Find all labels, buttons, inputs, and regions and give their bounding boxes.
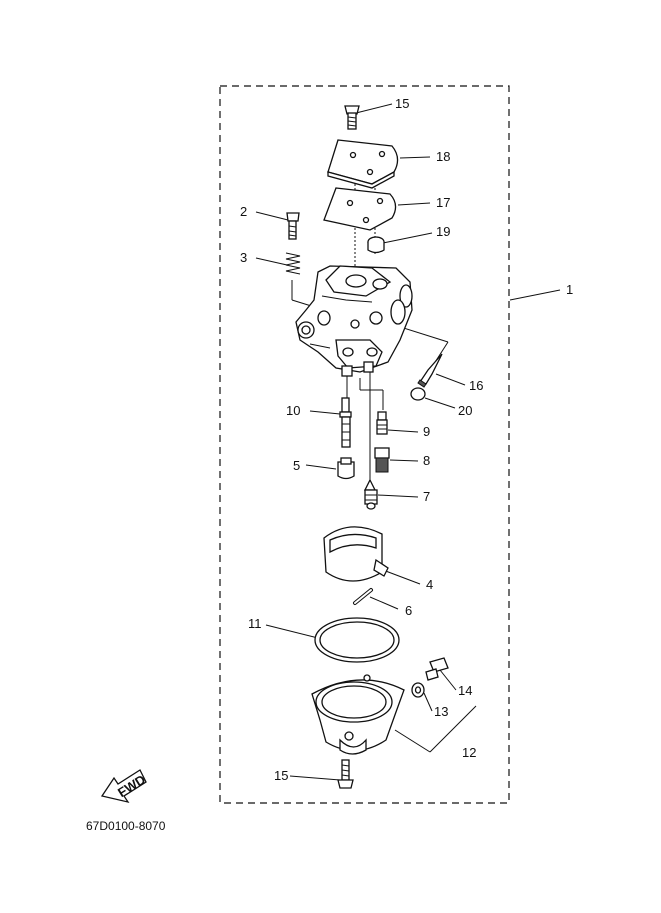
- washer-13: [411, 682, 425, 698]
- callout-3: 3: [240, 250, 247, 265]
- carburetor-body-1: [295, 265, 413, 377]
- callout-15-top: 15: [395, 96, 409, 111]
- cover-plate-18: [327, 139, 399, 189]
- callout-18: 18: [436, 149, 450, 164]
- callout-12: 12: [462, 745, 476, 760]
- screw-bottom-15: [337, 759, 354, 789]
- cap-19: [367, 236, 385, 254]
- callout-9: 9: [423, 424, 430, 439]
- float-4: [323, 526, 389, 582]
- drain-screw-14: [425, 657, 449, 681]
- drawing-code: 67D0100-8070: [86, 819, 166, 833]
- callout-2: 2: [240, 204, 247, 219]
- callout-4: 4: [426, 577, 433, 592]
- gasket-17: [323, 187, 397, 231]
- leader-lines: [255, 103, 561, 781]
- float-bowl-12: [311, 674, 405, 755]
- plug-8: [374, 447, 390, 473]
- callout-13: 13: [434, 704, 448, 719]
- float-bowl-gasket-11: [314, 617, 400, 663]
- float-pin-6: [353, 588, 373, 605]
- part-callout-labels: 15 18 17 2 19 3 1 16 20 10 9 5 8 7 4 6 1…: [240, 96, 573, 783]
- main-nozzle-10: [339, 397, 352, 448]
- fwd-arrow-icon: FWD: [100, 769, 148, 804]
- callout-7: 7: [423, 489, 430, 504]
- callout-1: 1: [566, 282, 573, 297]
- screw-top-15: [344, 105, 360, 130]
- callout-15-bottom: 15: [274, 768, 288, 783]
- callout-10: 10: [286, 403, 300, 418]
- callout-6: 6: [405, 603, 412, 618]
- callout-8: 8: [423, 453, 430, 468]
- callout-11: 11: [248, 616, 262, 631]
- screw-2: [286, 212, 300, 240]
- pilot-jet-9: [376, 411, 388, 435]
- cap-20: [410, 387, 426, 401]
- callout-20: 20: [458, 403, 472, 418]
- callout-14: 14: [458, 683, 472, 698]
- callout-5: 5: [293, 458, 300, 473]
- callout-16: 16: [469, 378, 483, 393]
- callout-19: 19: [436, 224, 450, 239]
- spring-3: [285, 252, 301, 275]
- main-jet-5: [337, 457, 355, 480]
- needle-16: [417, 353, 443, 388]
- assembly-boundary-frame: [219, 85, 510, 804]
- needle-valve-7: [363, 478, 378, 510]
- callout-17: 17: [436, 195, 450, 210]
